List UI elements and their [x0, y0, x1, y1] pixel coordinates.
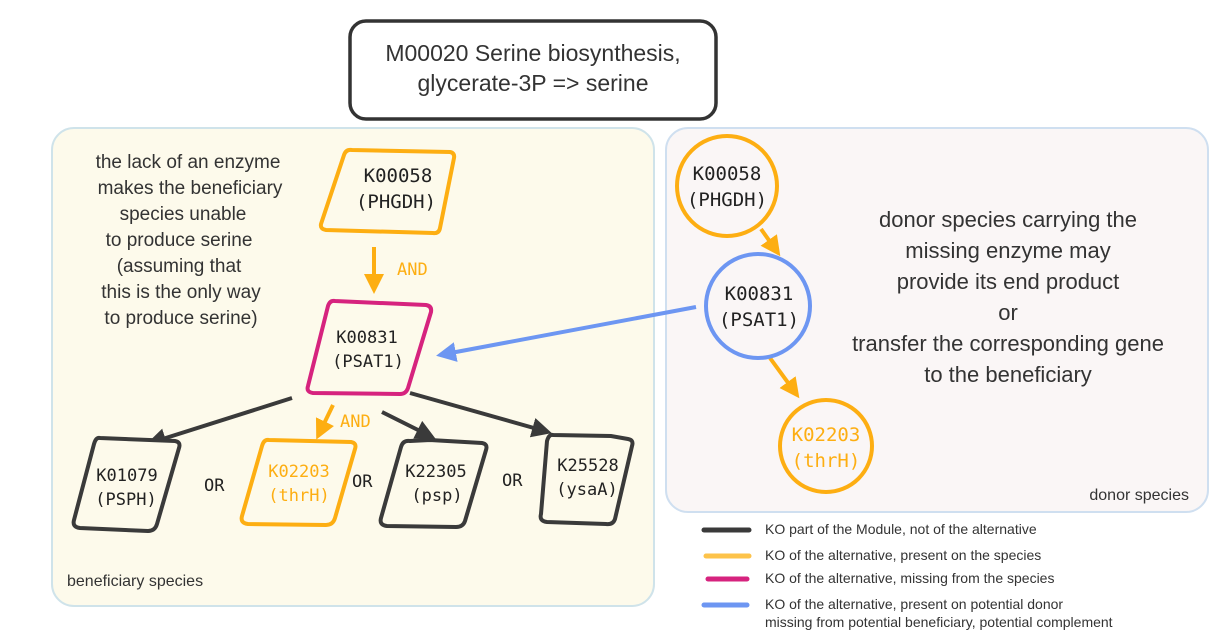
node-gene: (PSPH) — [95, 490, 156, 510]
node-k01079[interactable]: K01079 (PSPH) — [71, 435, 182, 534]
donor-note-line: transfer the corresponding gene — [852, 331, 1164, 356]
donor-note: donor species carrying the missing enzym… — [852, 207, 1164, 387]
beneficiary-note-line: this is the only way — [101, 282, 261, 303]
node-k02203-beneficiary[interactable]: K02203 (thrH) — [239, 437, 358, 528]
donor-note-line: provide its end product — [897, 269, 1120, 294]
donor-node-k00831[interactable]: K00831 (PSAT1) — [704, 252, 812, 360]
node-ko-id: K00058 — [364, 165, 433, 187]
node-ko-id: K01079 — [96, 466, 157, 486]
and-label-top: AND — [397, 260, 428, 280]
node-ko-id: K22305 — [405, 462, 466, 482]
or-label: OR — [352, 472, 373, 492]
donor-note-line: donor species carrying the — [879, 207, 1137, 232]
module-title-line-1: M00020 Serine biosynthesis, — [385, 40, 680, 66]
edge-k00831-k25528 — [409, 391, 552, 438]
node-k00058[interactable]: K00058 (PHGDH) — [318, 147, 457, 236]
or-label: OR — [502, 471, 523, 491]
node-ko-id: K00831 — [336, 328, 397, 348]
beneficiary-panel-label: beneficiary species — [67, 573, 203, 590]
or-label: OR — [204, 476, 225, 496]
donor-edge-k00831-k02203 — [768, 356, 800, 399]
donor-node-k02203[interactable]: K02203 (thrH) — [778, 398, 874, 494]
node-gene: (thrH) — [268, 486, 329, 506]
node-gene: (PSAT1) — [332, 352, 404, 372]
node-gene: (thrH) — [792, 450, 861, 472]
beneficiary-note-line: species unable — [120, 204, 247, 225]
module-title-box: M00020 Serine biosynthesis, glycerate-3P… — [348, 19, 718, 121]
legend-item-donor: KO of the alternative, present on potent… — [701, 596, 1113, 630]
node-ko-id: K02203 — [268, 462, 329, 482]
beneficiary-note-line: to produce serine — [106, 230, 253, 251]
legend: KO part of the Module, not of the altern… — [701, 521, 1113, 630]
donor-note-line: to the beneficiary — [924, 362, 1092, 387]
beneficiary-note-line: makes the beneficiary — [98, 178, 283, 199]
node-k25528[interactable]: K25528 (ysaA) — [538, 432, 635, 527]
node-gene: (PHGDH) — [687, 189, 767, 211]
node-ko-id: K02203 — [792, 424, 861, 446]
node-gene: (ysaA) — [556, 480, 617, 500]
beneficiary-note: the lack of an enzyme makes the benefici… — [96, 152, 283, 329]
edge-donor-complement — [436, 305, 697, 362]
edge-k00831-k22305 — [381, 410, 436, 439]
donor-edge-k00058-k00831 — [759, 227, 781, 257]
donor-note-line: missing enzyme may — [905, 238, 1110, 263]
legend-text: KO part of the Module, not of the altern… — [765, 521, 1037, 537]
legend-item-module: KO part of the Module, not of the altern… — [701, 521, 1037, 537]
node-k22305[interactable]: K22305 (psp) — [378, 437, 489, 530]
node-ko-id: K25528 — [557, 456, 618, 476]
legend-text: KO of the alternative, present on the sp… — [765, 547, 1041, 563]
node-gene: (psp) — [411, 486, 462, 506]
beneficiary-note-line: the lack of an enzyme — [96, 152, 281, 173]
node-gene: (PSAT1) — [719, 309, 799, 331]
edge-k00831-k01079 — [146, 396, 293, 448]
module-title-line-2: glycerate-3P => serine — [418, 70, 649, 96]
legend-item-present: KO of the alternative, present on the sp… — [703, 547, 1041, 563]
beneficiary-note-line: (assuming that — [117, 256, 242, 277]
donor-note-line: or — [998, 300, 1018, 325]
legend-text: KO of the alternative, present on potent… — [765, 596, 1063, 612]
node-ko-id: K00831 — [725, 283, 794, 305]
and-label-bottom: AND — [340, 412, 371, 432]
legend-text: missing from potential beneficiary, pote… — [765, 614, 1113, 630]
node-gene: (PHGDH) — [356, 191, 436, 213]
edge-k00831-k02203 — [315, 404, 335, 440]
donor-node-k00058[interactable]: K00058 (PHGDH) — [675, 134, 779, 238]
node-k00831[interactable]: K00831 (PSAT1) — [305, 298, 434, 397]
node-ko-id: K00058 — [693, 163, 762, 185]
legend-text: KO of the alternative, missing from the … — [765, 570, 1054, 586]
legend-item-missing: KO of the alternative, missing from the … — [705, 570, 1054, 586]
donor-panel-label: donor species — [1089, 487, 1189, 504]
beneficiary-note-line: to produce serine) — [104, 308, 257, 329]
